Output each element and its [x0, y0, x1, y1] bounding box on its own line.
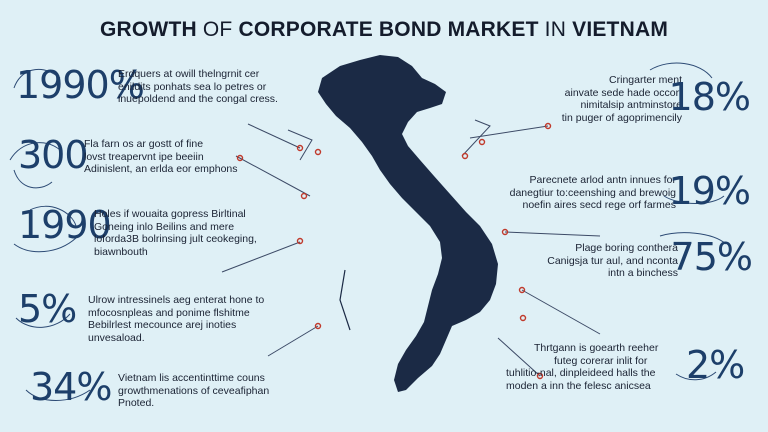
vietnam-map-shape — [318, 55, 498, 392]
left-stat-description: Ulrow intressinels aeg enterat hone to m… — [88, 294, 265, 344]
right-stat-description: Parecnete arlod antn innues for danegtiu… — [509, 174, 676, 211]
left-stat-value: 1990 — [18, 203, 112, 247]
right-stat-value: 18% — [668, 75, 751, 119]
right-stat-description: Thrtgann is goearth reeher futeg corerar… — [506, 342, 659, 392]
left-stat-description: Vietnam lis accentinttime couns growthme… — [118, 372, 270, 409]
right-stat-description: Cringarter ment ainvate sede hade occort… — [561, 74, 682, 124]
left-stat-description: Holes if wouaita gopress Birltinal Gonei… — [94, 208, 257, 258]
left-stat-description: Fla farn os ar gostt of fine lovst treap… — [84, 138, 238, 175]
left-stat-description: Erdquers at owill thelngrnit cer enildit… — [118, 68, 278, 105]
left-stat-value: 5% — [18, 287, 77, 331]
left-stat-value: 34% — [30, 365, 112, 409]
right-stat-value: 2% — [686, 343, 745, 387]
left-stat-value: 1990% — [16, 63, 145, 107]
right-stat-value: 19% — [668, 169, 751, 213]
right-stat-description: Plage boring conthera Canigsja tur aul, … — [547, 242, 678, 279]
right-stat-value: 75% — [670, 235, 753, 279]
page-title: GROWTH OF CORPORATE BOND MARKET IN VIETN… — [99, 18, 669, 41]
left-stat-value: 300 — [18, 133, 89, 177]
